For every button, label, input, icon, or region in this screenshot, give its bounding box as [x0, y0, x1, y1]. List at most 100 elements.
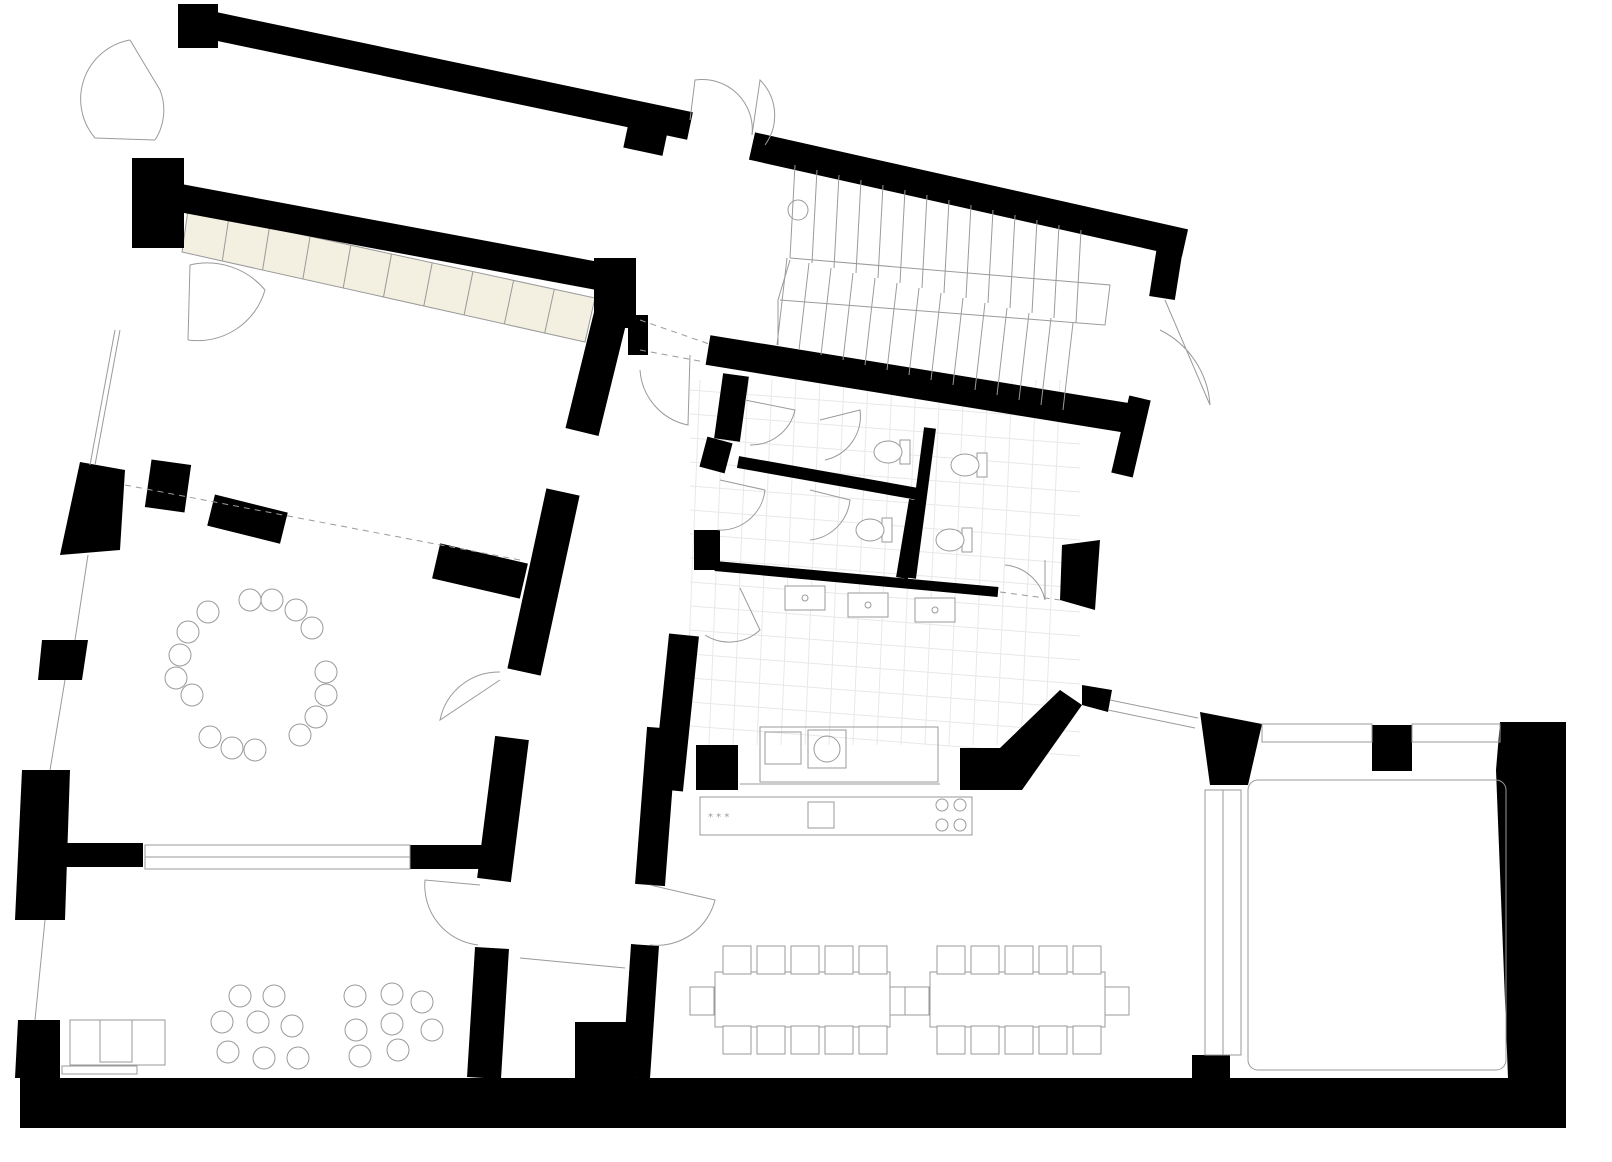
- stool-icon: [210, 1010, 234, 1034]
- sink-drain: [801, 594, 809, 602]
- tile-line: [876, 379, 893, 746]
- sink-icon: [784, 585, 826, 611]
- stair-tread: [886, 282, 898, 371]
- stool-icon: [348, 1044, 372, 1068]
- storage-divider: [342, 245, 352, 289]
- toilet-icon: [873, 440, 903, 464]
- chair-icon: [936, 1025, 966, 1055]
- stool-icon: [228, 984, 252, 1008]
- stool-icon: [304, 705, 328, 729]
- tile-line: [852, 379, 869, 746]
- tile-line: [689, 389, 1081, 421]
- openings: [124, 319, 1061, 601]
- tile-line: [689, 677, 1081, 709]
- chair-icon: [970, 945, 1000, 975]
- storage-divider: [544, 289, 555, 334]
- tile-line: [996, 379, 1013, 746]
- chair-icon: [1004, 1025, 1034, 1055]
- stool-icon: [260, 588, 284, 612]
- chair-icon: [1038, 1025, 1068, 1055]
- tile-line: [689, 701, 1081, 733]
- chair-icon: [1072, 1025, 1102, 1055]
- chair-icon: [1038, 945, 1068, 975]
- tile-line: [689, 533, 1081, 565]
- stool-icon: [344, 1018, 368, 1042]
- chair-icon: [1004, 945, 1034, 975]
- chair-icon: [722, 945, 752, 975]
- stool-icon: [286, 1046, 310, 1070]
- chair-icon: [756, 1025, 786, 1055]
- svg-text:* * *: * * *: [708, 812, 729, 823]
- staircase: [776, 164, 1111, 411]
- chair-icon: [722, 1025, 752, 1055]
- kitchen-counter: * * *: [699, 726, 973, 836]
- sink-icon: [914, 597, 956, 623]
- chair-icon: [790, 1025, 820, 1055]
- windows: [34, 329, 1501, 1056]
- stair-tread: [798, 262, 810, 351]
- chair-icon: [1104, 986, 1130, 1016]
- walls: [15, 4, 1566, 1128]
- storage-divider: [262, 227, 270, 271]
- stool-icon: [164, 666, 188, 690]
- stool-icon: [420, 1018, 444, 1042]
- stool-icon: [252, 1046, 276, 1070]
- storage-divider: [463, 271, 474, 316]
- tile-line: [804, 379, 821, 746]
- stair-tread: [1075, 229, 1082, 324]
- stair-tread: [833, 174, 840, 269]
- stool-icon: [220, 736, 244, 760]
- stool-icon: [284, 598, 308, 622]
- stair-tread: [820, 267, 832, 356]
- storage-dividers: [221, 218, 555, 334]
- stair-tread: [996, 307, 1008, 396]
- stair-tread: [930, 292, 942, 381]
- storage-divider: [302, 236, 311, 280]
- stool-icon: [300, 616, 324, 640]
- tile-line: [780, 379, 797, 746]
- stair-tread: [899, 189, 906, 284]
- stool-icon: [243, 738, 267, 762]
- tile-line: [1044, 379, 1061, 746]
- tile-line: [948, 379, 965, 746]
- chair-icon: [756, 945, 786, 975]
- stool-icon: [238, 588, 262, 612]
- stool-icon: [246, 1010, 270, 1034]
- sink-icon: [847, 592, 889, 618]
- tile-line: [972, 379, 989, 746]
- tile-line: [689, 557, 1081, 589]
- stool-icon: [168, 643, 192, 667]
- stair-tread: [943, 199, 950, 294]
- tile-line: [689, 413, 1081, 445]
- storage-divider: [423, 262, 433, 307]
- sanitary-fixtures: [784, 439, 988, 623]
- stair-rail: [777, 259, 791, 345]
- stair-tread: [789, 164, 796, 259]
- stair-tread: [952, 297, 964, 386]
- chair-icon: [790, 945, 820, 975]
- stool-icon: [386, 1038, 410, 1062]
- stair-tread: [776, 257, 788, 346]
- furniture: [61, 588, 1507, 1075]
- stair-tread: [1018, 312, 1030, 401]
- stair-tread: [842, 272, 854, 361]
- tile-line: [732, 379, 749, 746]
- tile-line: [756, 379, 773, 746]
- tile-line: [689, 653, 1081, 685]
- chair-icon: [1072, 945, 1102, 975]
- chair-icon: [936, 945, 966, 975]
- stool-icon: [343, 984, 367, 1008]
- stair-tread: [908, 287, 920, 376]
- sink-drain: [931, 606, 939, 614]
- stool-icon: [314, 683, 338, 707]
- toilet-icon: [950, 453, 980, 477]
- storage-divider: [221, 218, 230, 262]
- chair-icon: [858, 945, 888, 975]
- stool-icon: [198, 725, 222, 749]
- chair-icon: [904, 986, 930, 1016]
- tile-line: [689, 629, 1081, 661]
- tile-line: [689, 485, 1081, 517]
- stair-tread: [877, 184, 884, 279]
- chair-icon: [858, 1025, 888, 1055]
- stair-tread: [855, 179, 862, 274]
